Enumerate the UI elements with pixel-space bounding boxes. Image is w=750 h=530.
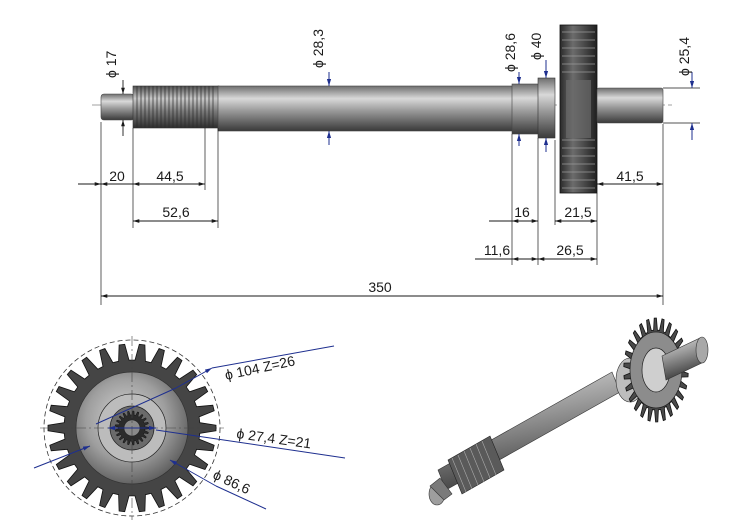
gear-side [559, 24, 598, 194]
front-view: ϕ 104 Z=26 ϕ 27,4 Z=21 ϕ 86,6 [33, 336, 346, 520]
dim-l20: 20 [109, 168, 125, 184]
dim-l11-6: 11,6 [484, 242, 510, 258]
dim-l52-6: 52,6 [162, 204, 189, 220]
spline-section [132, 85, 220, 129]
main-shaft [217, 85, 515, 132]
collar [537, 77, 556, 139]
dim-d40: ϕ 40 [528, 32, 544, 60]
side-view-dimensions: ϕ 17 ϕ 28,3 ϕ 28,6 ϕ 40 ϕ 25,4 20 44,5 5… [78, 29, 700, 305]
right-journal [596, 87, 664, 124]
dim-d28-6: ϕ 28,6 [502, 33, 518, 72]
isometric-view [428, 317, 709, 506]
dim-d17: ϕ 17 [103, 50, 119, 78]
left-journal [100, 93, 135, 121]
side-view [92, 24, 672, 194]
dim-l44-5: 44,5 [156, 168, 183, 184]
label-bore: ϕ 86,6 [211, 466, 253, 497]
dim-l41-5: 41,5 [616, 168, 643, 184]
spline-teeth [136, 86, 214, 128]
label-gear-large: ϕ 104 Z=26 [223, 352, 296, 383]
dim-overall: 350 [368, 279, 392, 295]
bearing-seat [511, 83, 541, 135]
dim-l26-5: 26,5 [556, 242, 583, 258]
dim-d28-3: ϕ 28,3 [310, 29, 326, 68]
dim-d25-4: ϕ 25,4 [676, 37, 692, 76]
dim-l16: 16 [514, 204, 530, 220]
dim-l21-5: 21,5 [564, 204, 591, 220]
